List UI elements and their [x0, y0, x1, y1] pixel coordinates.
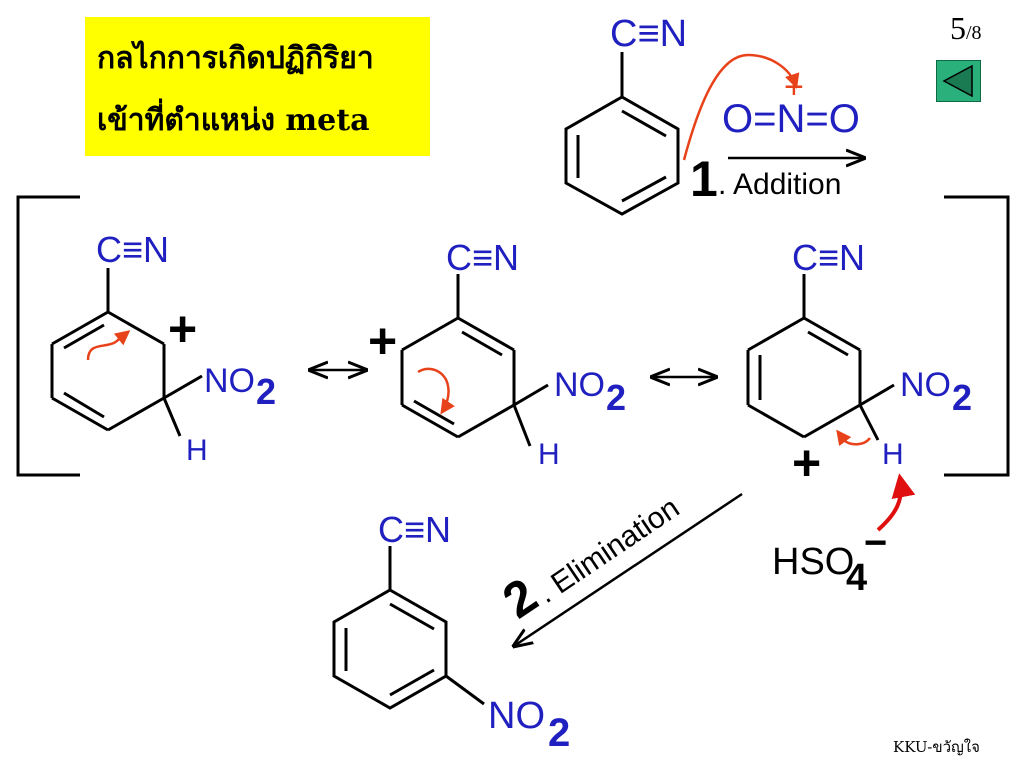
nitro-subscript-2: 2 — [606, 377, 626, 418]
hydrogen-label-1: H — [186, 434, 208, 467]
electron-flow-arrow-3 — [417, 367, 455, 415]
title-box: กลไกการเกิดปฏิกิริยา เข้าที่ตำแหน่ง meta — [85, 17, 430, 156]
cyano-label-top: C≡N — [610, 13, 687, 55]
electron-flow-arrow-4 — [836, 429, 871, 447]
nitro-label-1: NO — [204, 362, 255, 400]
title-line-2: เข้าที่ตำแหน่ง meta — [97, 103, 370, 138]
cyano-label-1: C≡N — [96, 229, 169, 270]
page-total: /8 — [966, 22, 982, 44]
cyano-label-3: C≡N — [792, 237, 865, 278]
step1-label: . Addition — [718, 168, 841, 201]
bisulfate-subscript: 4 — [846, 557, 867, 599]
benzonitrile-reactant: C≡N — [564, 13, 687, 216]
carbocation-plus-3: + — [792, 435, 821, 491]
nitronium-charge: + — [784, 68, 804, 106]
nitro-subscript-1: 2 — [256, 371, 276, 412]
title-line-1: กลไกการเกิดปฏิกิริยา — [97, 41, 374, 76]
footer-credit: KKU-ขวัญใจ — [893, 738, 980, 756]
step2-label: . Elimination — [531, 491, 685, 610]
nitro-subscript-product: 2 — [548, 711, 570, 755]
page-current: 5 — [950, 10, 966, 46]
nitro-subscript-3: 2 — [952, 377, 972, 418]
step1-number: 1 — [690, 151, 718, 207]
bisulfate-formula: HSO — [772, 541, 854, 583]
cyano-label-product: C≡N — [378, 509, 451, 550]
bracket-right — [944, 195, 1010, 477]
nitro-label-3: NO — [900, 366, 951, 404]
product-m-nitrobenzonitrile: C≡N NO 2 — [332, 509, 570, 755]
nitronium-formula: O=N=O — [722, 97, 860, 141]
nitro-label-2: NO — [554, 366, 605, 404]
electron-flow-arrow-2 — [86, 330, 131, 361]
reaction-arrow-2 — [514, 492, 743, 646]
page-number: 5/8 — [950, 10, 982, 47]
electron-flow-arrow-1 — [682, 53, 800, 161]
back-button[interactable] — [936, 60, 981, 102]
resonance-structure-3: C≡N NO 2 H + — [746, 237, 972, 491]
triangle-left-icon — [942, 64, 973, 98]
hydrogen-label-3: H — [882, 438, 904, 471]
hydrogen-label-2: H — [538, 438, 560, 471]
deprotonation-arrow — [876, 473, 916, 532]
carbocation-plus-2: + — [368, 313, 397, 369]
nitro-label-product: NO — [488, 695, 545, 737]
resonance-structure-1: C≡N NO 2 H + — [50, 229, 276, 467]
resonance-structure-2: C≡N NO 2 H + — [368, 237, 626, 471]
cyano-label-2: C≡N — [446, 237, 519, 278]
bisulfate-charge: − — [864, 521, 887, 565]
bracket-left — [16, 195, 80, 477]
carbocation-plus-1: + — [168, 301, 197, 357]
